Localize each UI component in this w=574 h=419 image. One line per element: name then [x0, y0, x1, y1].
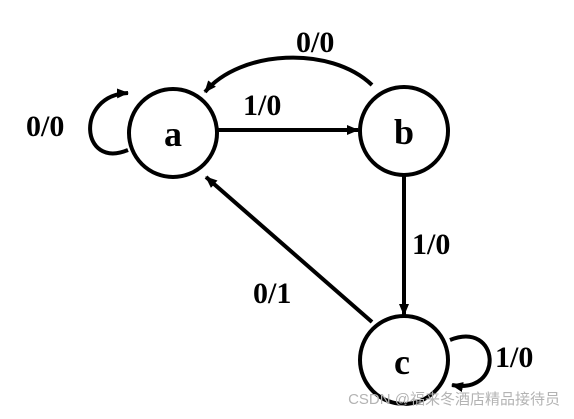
label-c-a: 0/1	[253, 277, 291, 310]
edge-a-a	[88, 88, 129, 156]
state-a-circle	[127, 87, 219, 179]
label-a-a: 0/0	[26, 110, 64, 143]
edge-c-c	[449, 334, 492, 392]
label-b-a: 0/0	[296, 26, 334, 59]
state-c-label: c	[394, 342, 410, 382]
state-a-label: a	[164, 114, 182, 154]
label-b-c: 1/0	[412, 228, 450, 261]
state-b-label: b	[394, 112, 414, 152]
label-c-c: 1/0	[495, 341, 533, 374]
edge-b-a	[203, 55, 374, 94]
state-b-circle	[358, 85, 450, 177]
state-c-circle	[358, 314, 450, 406]
watermark-text: CSDN @福来冬酒店精品接待员	[348, 391, 560, 408]
label-a-b: 1/0	[243, 89, 281, 122]
edge-c-a	[204, 175, 374, 324]
